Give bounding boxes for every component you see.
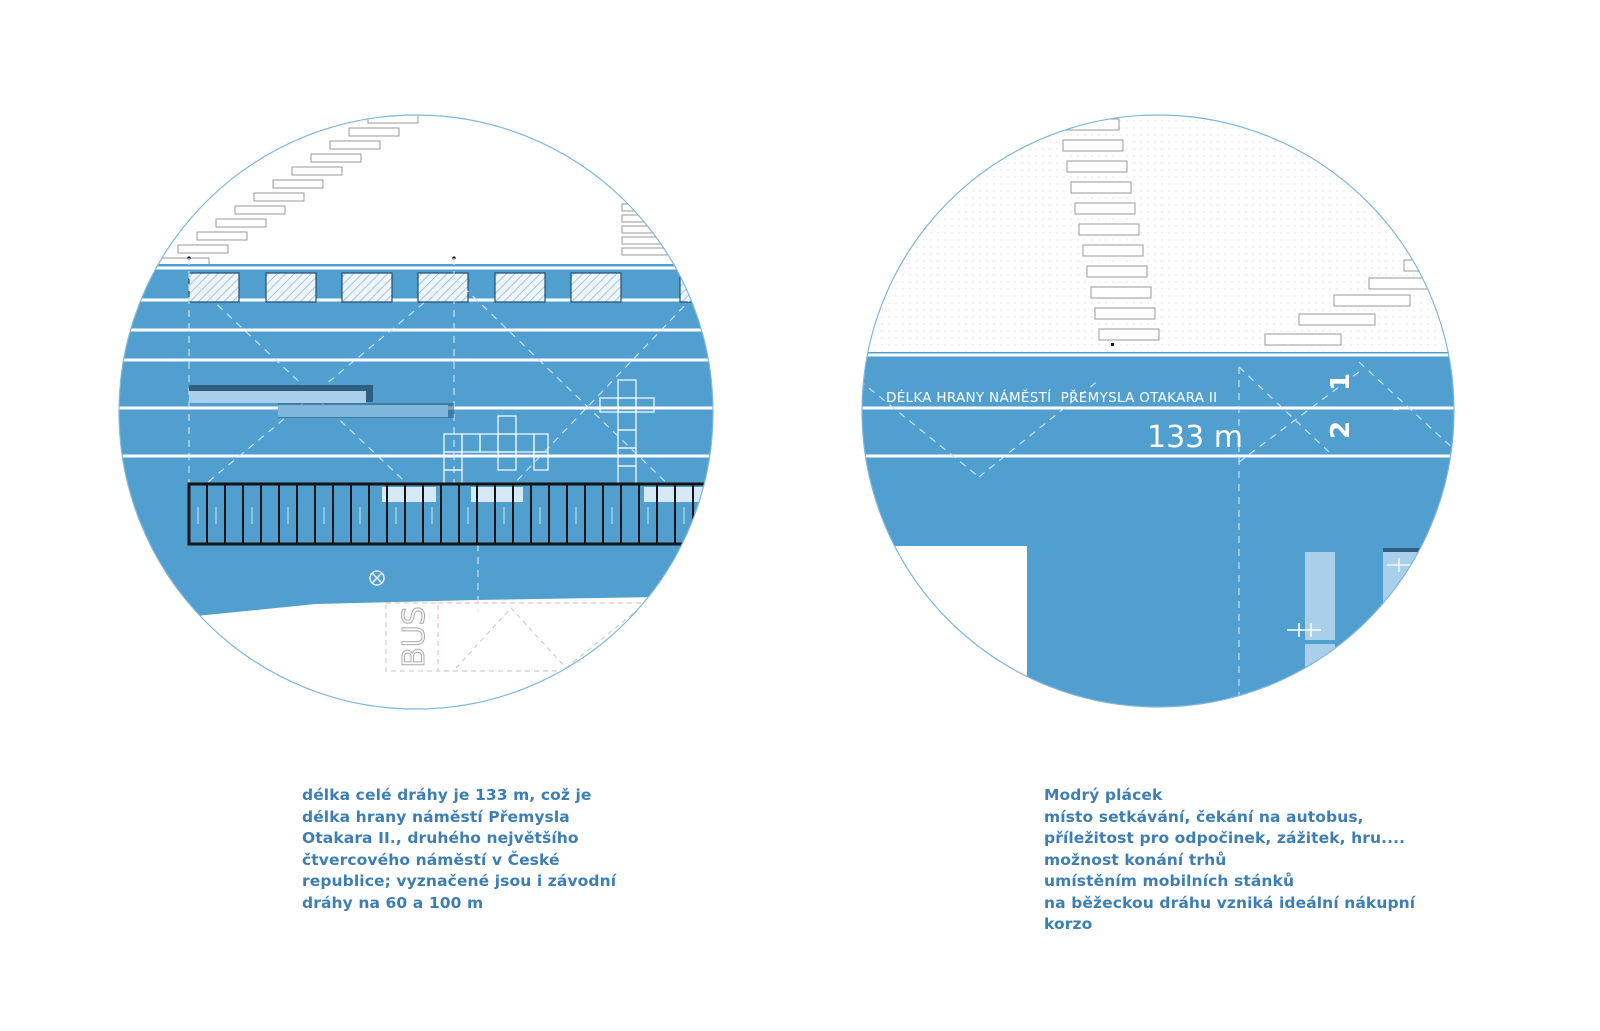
length-value-label: 133 m xyxy=(1147,420,1243,455)
right-caption-line: na běžeckou dráhu vzniká ideální nákupní xyxy=(1044,893,1416,912)
left-caption-line: Otakara II., druhého největšího xyxy=(302,829,579,847)
left-caption-line: délka hrany náměstí Přemysla xyxy=(302,807,570,826)
left-circle-diagram: BUS xyxy=(118,114,714,710)
right-white-area xyxy=(862,546,1027,707)
right-caption-line: možnost konání trhů xyxy=(1044,850,1227,869)
right-dashed-guides xyxy=(862,361,1454,707)
left-bus-stop: BUS xyxy=(385,602,649,672)
right-stairs xyxy=(1058,118,1454,346)
right-caption-line: korzo xyxy=(1044,915,1093,933)
bus-label: BUS xyxy=(397,606,432,668)
lane-number-1: 1 xyxy=(1326,373,1356,391)
right-caption: Modrý plácek místo setkávání, čekání na … xyxy=(1044,785,1415,936)
left-caption: délka celé dráhy je 133 m, což je délka … xyxy=(302,785,616,914)
left-kiosk-outlines xyxy=(443,379,655,485)
right-caption-line: místo setkávání, čekání na autobus, xyxy=(1044,807,1364,826)
right-caption-line: příležitost pro odpočinek, zážitek, hru.… xyxy=(1044,829,1406,847)
left-caption-line: republice; vyznačené jsou i závodní xyxy=(302,872,617,890)
edge-length-label: DÉLKA HRANY NÁMĚSTÍ PŘEMYSLA OTAKARA II xyxy=(886,389,1217,406)
right-caption-line: umístěním mobilních stánků xyxy=(1044,872,1295,890)
left-caption-line: délka celé dráhy je 133 m, což je xyxy=(302,786,592,804)
right-circle-diagram: DÉLKA HRANY NÁMĚSTÍ PŘEMYSLA OTAKARA II … xyxy=(861,114,1455,708)
left-stall-grid xyxy=(187,482,713,546)
left-crossed-circle-marker xyxy=(369,570,385,586)
lane-number-2: 2 xyxy=(1326,421,1356,439)
left-caption-line: čtvercového náměstí v České xyxy=(302,850,560,869)
right-lane-lines xyxy=(862,353,1454,458)
left-caption-line: dráhy na 60 a 100 m xyxy=(302,893,484,912)
right-caption-line: Modrý plácek xyxy=(1044,786,1163,804)
